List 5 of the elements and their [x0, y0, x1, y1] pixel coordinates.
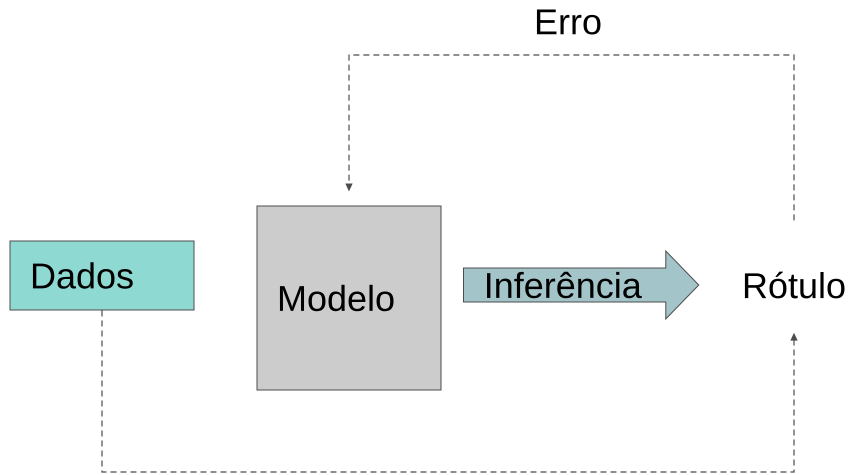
edge-label: Erro — [533, 8, 603, 36]
edge-label: Inferência — [484, 272, 642, 298]
process-box: Dados — [10, 240, 194, 310]
model-box: Modelo — [256, 206, 442, 390]
output-label: Rótulo — [744, 272, 844, 298]
